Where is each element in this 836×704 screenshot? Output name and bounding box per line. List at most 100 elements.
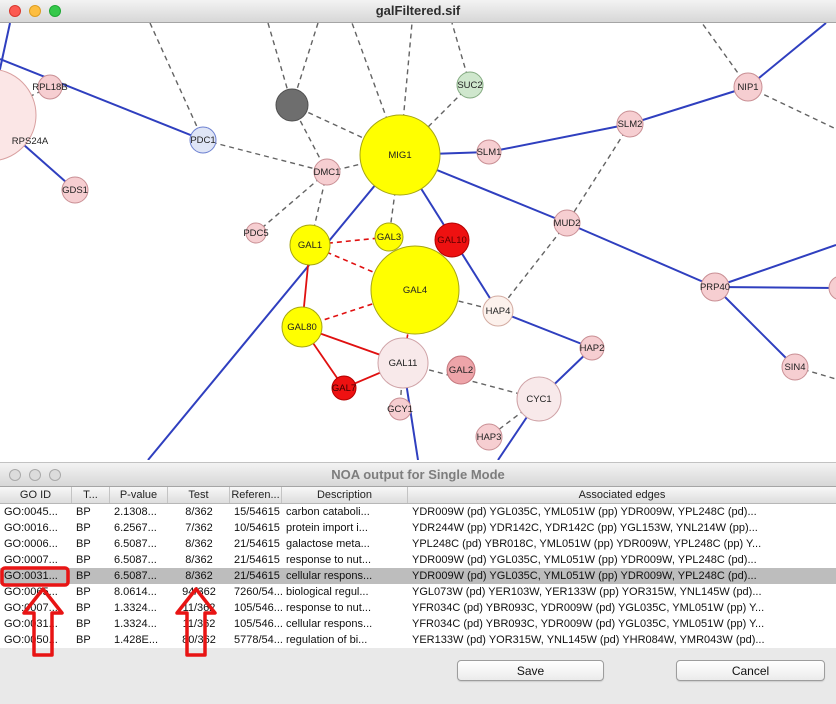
network-edge[interactable] — [0, 23, 11, 115]
network-node-slm2[interactable] — [616, 110, 644, 138]
cell-reference: 21/54615 — [234, 538, 280, 550]
cell-p-value: 2.1308... — [114, 506, 157, 518]
network-edge[interactable] — [255, 171, 328, 234]
zoom-button[interactable] — [49, 5, 61, 17]
table-row[interactable]: GO:0065... BP 8.0614... 94/362 7260/54..… — [0, 584, 836, 600]
network-edge[interactable] — [488, 123, 631, 153]
cell-type: BP — [76, 618, 91, 630]
minimize-button[interactable] — [29, 468, 41, 481]
cell-test: 8/362 — [185, 506, 213, 518]
column-header-description[interactable]: Description — [282, 487, 408, 503]
network-node-gal7[interactable] — [331, 375, 357, 401]
cell-go-id: GO:0007... — [4, 554, 58, 566]
network-node-gal3[interactable] — [374, 222, 404, 252]
network-node-gcy1[interactable] — [388, 397, 412, 421]
network-edge[interactable] — [566, 222, 716, 288]
table-row[interactable]: GO:0006... BP 6.5087... 8/362 21/54615 g… — [0, 536, 836, 552]
network-node-hap3[interactable] — [475, 423, 503, 451]
table-row[interactable]: GO:0007... BP 1.3324... 11/362 105/546..… — [0, 600, 836, 616]
network-node-slm1[interactable] — [476, 139, 502, 165]
table-row[interactable]: GO:0007... BP 6.5087... 8/362 21/54615 r… — [0, 552, 836, 568]
network-node-cyc1[interactable] — [516, 376, 562, 422]
network-node-gal2[interactable] — [446, 355, 476, 385]
cell-type: BP — [76, 586, 91, 598]
network-edge[interactable] — [497, 310, 593, 349]
network-edge[interactable] — [351, 23, 401, 156]
network-node-gal4[interactable] — [370, 245, 460, 335]
table-row[interactable]: GO:0016... BP 6.2567... 7/362 10/54615 p… — [0, 520, 836, 536]
network-edge[interactable] — [147, 154, 401, 460]
close-button[interactable] — [9, 5, 21, 17]
minimize-button[interactable] — [29, 5, 41, 17]
cell-reference: 21/54615 — [234, 554, 280, 566]
network-node-pdc5[interactable] — [245, 222, 267, 244]
network-edge[interactable] — [714, 286, 836, 289]
network-edge[interactable] — [794, 366, 836, 380]
network-node-suc2[interactable] — [456, 71, 484, 99]
column-header-test[interactable]: Test — [168, 487, 230, 503]
node-label-gal3: GAL3 — [377, 232, 401, 243]
network-node-gal10[interactable] — [434, 222, 470, 258]
column-header-type[interactable]: T... — [72, 487, 110, 503]
network-edge[interactable] — [0, 58, 204, 141]
network-node-gal80[interactable] — [281, 306, 323, 348]
noa-output-window: NOA output for Single Mode GO ID T... P-… — [0, 462, 836, 704]
network-node-node_r[interactable] — [828, 276, 836, 300]
cell-type: BP — [76, 554, 91, 566]
cell-type: BP — [76, 570, 91, 582]
table-row[interactable]: GO:0045... BP 2.1308... 8/362 15/54615 c… — [0, 504, 836, 520]
network-canvas[interactable]: RPS24ARPL18BGDS1PDC1DMC1MIG1SUC2SLM1SLM2… — [0, 23, 836, 460]
network-edge[interactable] — [566, 123, 631, 224]
network-edge[interactable] — [202, 139, 328, 173]
network-node-gal1[interactable] — [289, 224, 331, 266]
network-edge[interactable] — [747, 23, 827, 88]
network-titlebar[interactable]: galFiltered.sif — [0, 0, 836, 23]
cell-go-id: GO:0031... — [4, 618, 58, 630]
network-edge[interactable] — [402, 362, 540, 400]
zoom-button[interactable] — [49, 468, 61, 481]
table-row[interactable]: GO:0050... BP 1.428E... 80/362 5778/54..… — [0, 632, 836, 648]
network-node-hap2[interactable] — [579, 335, 605, 361]
node-label-mig1: MIG1 — [388, 150, 411, 161]
network-node-pdc1[interactable] — [189, 126, 217, 154]
network-node-gds1[interactable] — [61, 176, 89, 204]
cell-description: carbon cataboli... — [286, 506, 370, 518]
cell-associated-edges: YDR009W (pd) YGL035C, YML051W (pp) YDR00… — [412, 554, 757, 566]
network-node-hap4[interactable] — [482, 295, 514, 327]
network-edge[interactable] — [747, 86, 836, 130]
window-title: galFiltered.sif — [375, 3, 461, 18]
table-row[interactable]: GO:0031... BP 1.3324... 11/362 105/546..… — [0, 616, 836, 632]
network-edge[interactable] — [149, 23, 204, 141]
network-node-mud2[interactable] — [553, 209, 581, 237]
cell-associated-edges: YER133W (pd) YOR315W, YNL145W (pd) YHR08… — [412, 634, 765, 646]
network-edge[interactable] — [714, 286, 796, 368]
cell-go-id: GO:0045... — [4, 506, 58, 518]
cell-description: protein import i... — [286, 522, 368, 534]
network-edge[interactable] — [497, 222, 568, 312]
network-edge[interactable] — [714, 244, 836, 288]
network-node-sin4[interactable] — [781, 353, 809, 381]
cancel-button[interactable]: Cancel — [676, 660, 825, 681]
cell-p-value: 8.0614... — [114, 586, 157, 598]
column-header-go-id[interactable]: GO ID — [0, 487, 72, 503]
column-header-reference[interactable]: Referen... — [230, 487, 282, 503]
table-row[interactable]: GO:0031... BP 6.5087... 8/362 21/54615 c… — [0, 568, 836, 584]
network-node-nip1[interactable] — [733, 72, 763, 102]
network-node-rps24a[interactable] — [0, 69, 37, 161]
network-node-mig1[interactable] — [359, 114, 441, 196]
column-header-associated-edges[interactable]: Associated edges — [578, 489, 666, 501]
network-node-gal11[interactable] — [377, 337, 429, 389]
close-button[interactable] — [9, 468, 21, 481]
network-edge[interactable] — [629, 86, 749, 125]
network-node-gray[interactable] — [275, 88, 309, 122]
network-node-rpl18b[interactable] — [37, 74, 63, 100]
save-button[interactable]: Save — [457, 660, 604, 681]
cell-type: BP — [76, 634, 91, 646]
column-header-p-value[interactable]: P-value — [110, 487, 168, 503]
noa-titlebar[interactable]: NOA output for Single Mode — [0, 463, 836, 487]
cell-type: BP — [76, 602, 91, 614]
network-node-dmc1[interactable] — [313, 158, 341, 186]
node-label-gal2: GAL2 — [449, 365, 473, 376]
network-node-prp40[interactable] — [700, 272, 730, 302]
